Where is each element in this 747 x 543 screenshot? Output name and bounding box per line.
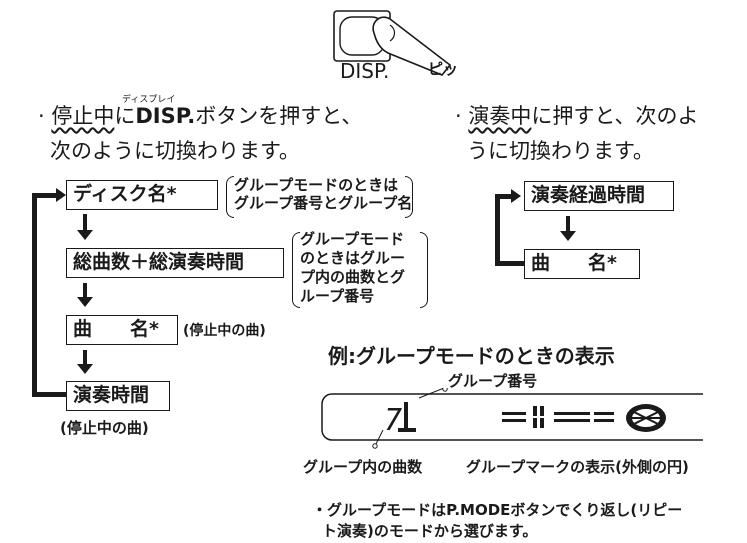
loop-bar-left xyxy=(32,193,37,397)
flow-box-disc-name: ディスク名* xyxy=(66,180,218,210)
paren-left xyxy=(292,232,300,308)
lcd-segments xyxy=(502,406,614,428)
paren-right xyxy=(420,232,428,308)
label-group-number: グループ番号 xyxy=(448,372,538,390)
right-instruction-line1: · 演奏中に押すと、次のよ xyxy=(455,102,699,131)
loop-arrowhead xyxy=(56,188,66,202)
flow-box-elapsed-time: 演奏経過時間 xyxy=(524,181,674,211)
disp-button-label[interactable]: DISP. xyxy=(340,59,390,83)
flow-box-total: 総曲数＋総演奏時間 xyxy=(66,248,284,278)
beep-sound-text: ピッ xyxy=(428,60,459,78)
lcd-display: 7 xyxy=(321,388,703,449)
bullet: · xyxy=(38,104,45,128)
label-group-mark: グループマークの表示(外側の円) xyxy=(466,458,689,476)
particle: に xyxy=(114,104,136,128)
right-instruction-line2: うに切換わります。 xyxy=(467,139,654,163)
ruby-display: ディスプレイ xyxy=(122,95,176,105)
bullet: · xyxy=(455,104,462,128)
stopped-word: 停止中 xyxy=(51,104,115,128)
footnote-line2: ト演奏)のモードから選びます。 xyxy=(322,522,538,540)
label-tracks-in-group: グループ内の曲数 xyxy=(303,458,423,476)
paren-left xyxy=(226,176,234,218)
flow-box-play-time: 演奏時間 xyxy=(66,381,170,411)
lcd-frame xyxy=(321,393,703,441)
flow-arrow-3 xyxy=(77,350,93,374)
disp-word: DISP. xyxy=(135,104,196,128)
flow-arrow-1 xyxy=(77,214,93,240)
right-loop-arrowhead xyxy=(511,189,521,203)
press-text: に押すと、次のよ xyxy=(531,104,699,128)
playing-word: 演奏中 xyxy=(468,104,532,128)
right-loop-top xyxy=(495,194,513,199)
right-loop-bottom xyxy=(495,261,525,266)
loop-bar-bottom xyxy=(32,392,66,397)
group-mark-icon xyxy=(626,404,666,432)
loop-bar-top xyxy=(32,193,58,198)
press-text: ボタンを押すと、 xyxy=(195,104,363,128)
right-loop-bar xyxy=(495,194,500,266)
left-instruction-line2: 次のように切換わります。 xyxy=(50,139,300,163)
paren-right xyxy=(405,176,413,218)
footnote-line1: ・グループモードはP.MODEボタンでくり返し(リピー xyxy=(312,501,683,519)
flow-box-track-name: 曲 名* xyxy=(66,315,178,345)
flow-box-track-name-right: 曲 名* xyxy=(524,249,640,279)
example-title: 例:グループモードのときの表示 xyxy=(328,344,615,368)
flow-arrow-right xyxy=(560,216,576,241)
disc-name-note: グループモードのときは グループ番号とグループ名 xyxy=(234,176,413,212)
disp-button-illustration xyxy=(333,10,452,76)
play-time-note: (停止中の曲) xyxy=(60,419,149,437)
left-instruction-line1: · 停止中にDISP.ボタンを押すと、 xyxy=(38,102,362,131)
total-note: グループモード のときはグルー プ内の曲数とグ ループ番号 xyxy=(300,230,406,305)
lcd-digits: 7 xyxy=(384,403,402,438)
flow-arrow-2 xyxy=(77,283,93,307)
track-name-note: (停止中の曲) xyxy=(183,323,266,339)
